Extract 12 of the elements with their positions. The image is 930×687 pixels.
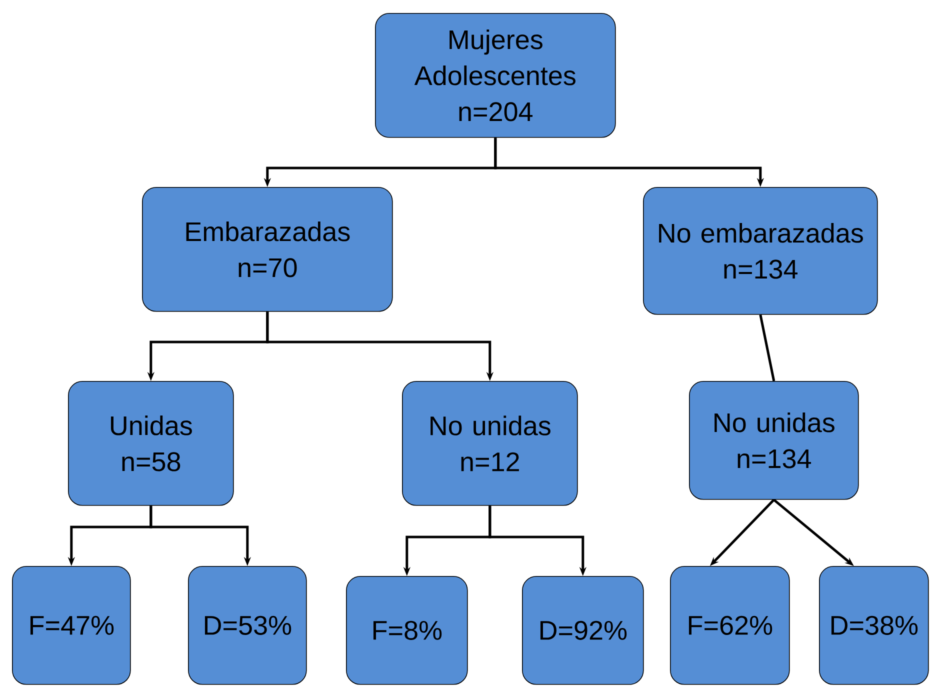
process-box: F=47% [12,566,131,685]
process-box: No unidas n=134 [689,380,859,500]
process-box: Unidas n=58 [68,380,234,506]
process-box: F=62% [670,566,790,685]
process-box: No embarazadas n=134 [643,186,878,315]
process-box: D=38% [819,566,929,685]
process-box: Embarazadas n=70 [142,186,393,312]
process-box: Mujeres Adolescentes n=204 [375,13,616,138]
process-box: D=53% [188,566,307,685]
process-box: F=8% [346,576,468,685]
process-box: No unidas n=12 [402,380,578,506]
process-box: D=92% [522,576,644,685]
